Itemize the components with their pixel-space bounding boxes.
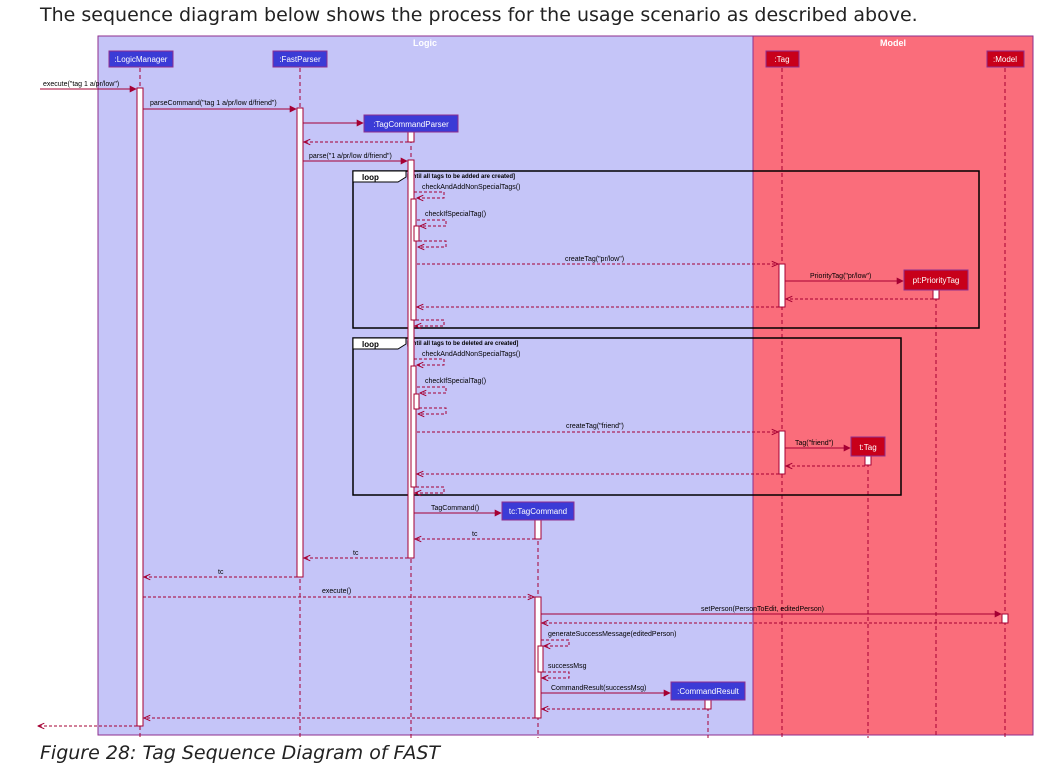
activation-parser-inner-2	[410, 365, 417, 488]
participant-tagcommand: tc:TagCommand	[509, 507, 567, 516]
loop-keyword-delete: loop	[362, 340, 379, 349]
intro-text: The sequence diagram below shows the pro…	[40, 4, 918, 26]
loop-tab-add	[352, 170, 407, 183]
msg-self-check-special-1	[417, 219, 447, 226]
activation-prioritytag	[932, 289, 940, 300]
msg-check-special-2: checkIfSpecialTag()	[425, 378, 486, 385]
participant-fastparser-box	[272, 50, 328, 68]
participant-tagcommandparser: :TagCommandParser	[373, 120, 449, 129]
msg-parse: parse("1 a/pr/low d/friend")	[309, 153, 392, 160]
participant-commandresult-box	[670, 681, 746, 701]
activation-ttag	[864, 455, 872, 466]
activation-parser-special-1	[413, 225, 420, 242]
activation-parser-inner-1	[410, 198, 417, 321]
participant-tagcommand-box	[501, 501, 575, 521]
participant-fastparser: :FastParser	[279, 55, 321, 64]
logic-group-label: Logic	[413, 38, 437, 48]
msg-tc-3: tc	[218, 569, 224, 576]
participant-ttag-box	[850, 436, 886, 457]
activation-model	[1001, 613, 1009, 624]
msg-self-return-special-1	[418, 240, 447, 247]
loop-guard-add: [until all tags to be added are created]	[407, 174, 515, 180]
msg-check-add-2: checkAndAddNonSpecialTags()	[422, 351, 520, 358]
activation-logicmanager	[136, 87, 144, 727]
model-group-label: Model	[880, 38, 906, 48]
activation-tagcommand-init	[534, 519, 542, 540]
participant-tag-box	[765, 50, 800, 68]
activation-commandresult	[704, 699, 712, 710]
msg-self-check-special-2	[417, 386, 447, 393]
participant-tagcommandparser-box	[363, 114, 459, 133]
msg-self-success-msg	[542, 671, 570, 678]
loop-frame-delete	[352, 337, 902, 496]
msg-self-check-add-1	[414, 191, 445, 198]
msg-create-tag-friend: createTag("friend")	[566, 423, 624, 430]
participant-tag: :Tag	[774, 55, 789, 64]
loop-guard-delete: [until all tags to be deleted are create…	[407, 341, 518, 347]
participant-prioritytag-box	[903, 269, 969, 291]
participant-prioritytag: pt:PriorityTag	[913, 276, 960, 285]
msg-tag-friend: Tag("friend")	[795, 440, 833, 447]
msg-command-result: CommandResult(successMsg)	[551, 685, 646, 692]
msg-check-special-1: checkIfSpecialTag()	[425, 211, 486, 218]
loop-keyword-add: loop	[362, 173, 379, 182]
activation-fastparser	[296, 107, 304, 578]
msg-tc-2: tc	[353, 550, 359, 557]
msg-self-return-special-2	[418, 407, 447, 414]
model-group-box	[752, 35, 1034, 736]
msg-self-return-loop-1	[415, 319, 445, 326]
msg-tc-1: tc	[472, 531, 478, 538]
participant-commandresult: :CommandResult	[677, 687, 740, 696]
msg-parse-command: parseCommand("tag 1 a/pr/low d/friend")	[150, 100, 277, 107]
activation-tag-1	[778, 263, 786, 308]
participant-model-box	[986, 50, 1025, 68]
activation-tag-2	[778, 430, 786, 475]
msg-self-check-add-2	[414, 358, 445, 365]
msg-set-person: setPerson(PersonToEdit, editedPerson)	[701, 606, 824, 613]
msg-execute-tag: execute("tag 1 a/pr/low")	[43, 81, 119, 88]
loop-tab-delete	[352, 337, 407, 350]
participant-logicmanager-box	[108, 50, 174, 68]
msg-execute: execute()	[322, 588, 351, 595]
msg-check-add-1: checkAndAddNonSpecialTags()	[422, 184, 520, 191]
msg-self-generate-success	[541, 639, 570, 646]
msg-success-msg: successMsg	[548, 663, 587, 670]
msg-self-return-loop-2	[415, 486, 445, 493]
msg-tag-command: TagCommand()	[431, 505, 479, 512]
msg-priority-tag: PriorityTag("pr/low")	[810, 273, 871, 280]
loop-frame-add	[352, 170, 980, 329]
participant-logicmanager: :LogicManager	[115, 55, 168, 64]
participant-ttag: t:Tag	[859, 443, 876, 452]
activation-tagcommand-inner	[537, 645, 544, 673]
msg-generate-success: generateSuccessMessage(editedPerson)	[548, 631, 676, 638]
activation-tagcommandparser-init	[407, 131, 415, 143]
figure-caption: Figure 28: Tag Sequence Diagram of FAST	[40, 742, 441, 764]
msg-create-tag-prlow: createTag("pr/low")	[565, 256, 624, 263]
activation-parser-special-2	[413, 393, 420, 410]
participant-model: :Model	[993, 55, 1017, 64]
